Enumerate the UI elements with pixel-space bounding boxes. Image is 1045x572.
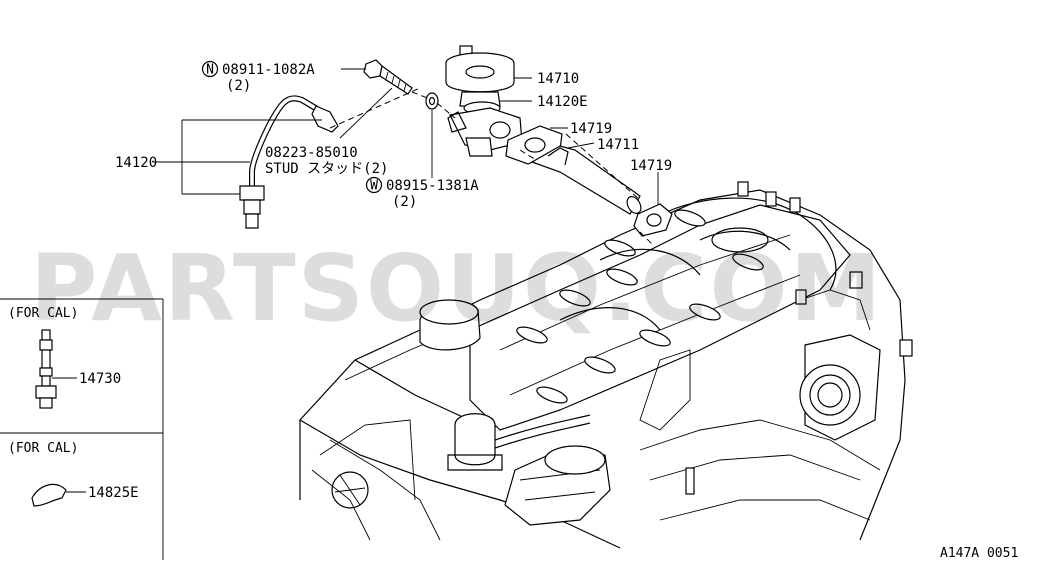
callout-14710: 14710 xyxy=(537,71,579,87)
callout-washer-qty: (2) xyxy=(392,194,417,210)
bracket-14825E xyxy=(31,483,86,507)
washer-part xyxy=(425,92,439,110)
callout-14711: 14711 xyxy=(597,137,639,153)
inset-bottom-title: (FOR CAL) xyxy=(8,441,78,456)
callout-14120: 14120 xyxy=(115,155,157,171)
callout-14825E: 14825E xyxy=(88,485,139,501)
callout-labels: N 08911-1082A (2) 14710 14120E 14719 147… xyxy=(115,60,672,210)
diagram-reference: A147A 0051 xyxy=(940,546,1018,561)
egr-gasket-lower xyxy=(633,203,673,237)
callout-washer-code: 08915-1381A xyxy=(386,178,479,194)
callout-nut-code: 08911-1082A xyxy=(222,62,315,78)
sensor-14730 xyxy=(35,329,77,409)
egr-valve xyxy=(445,45,523,157)
callout-nut-qty: (2) xyxy=(226,78,251,94)
engine-illustration xyxy=(299,181,913,549)
nut-symbol-icon xyxy=(201,60,219,78)
callout-stud-code: 08223-85010 xyxy=(265,145,358,161)
callout-stud-desc: STUD スタッド(2) xyxy=(265,161,388,177)
inset-panels: (FOR CAL) 14730 (FOR CAL) 14825E xyxy=(0,298,164,560)
callout-14719-lower: 14719 xyxy=(630,158,672,174)
callout-14730: 14730 xyxy=(79,371,121,387)
callout-14120E: 14120E xyxy=(537,94,588,110)
washer-symbol-icon xyxy=(365,176,383,194)
nut-symbol-letter: N xyxy=(206,63,214,78)
leader-lines xyxy=(154,68,659,245)
nut-and-stud xyxy=(363,59,413,95)
washer-hole xyxy=(428,96,436,106)
callout-14719-upper: 14719 xyxy=(570,121,612,137)
washer-symbol-letter: W xyxy=(370,179,378,194)
egr-tube-14711 xyxy=(530,145,642,215)
egr-pipe-14120 xyxy=(239,95,339,229)
inset-top-title: (FOR CAL) xyxy=(8,306,78,321)
watermark: PARTSOUQ.COM xyxy=(30,235,883,342)
